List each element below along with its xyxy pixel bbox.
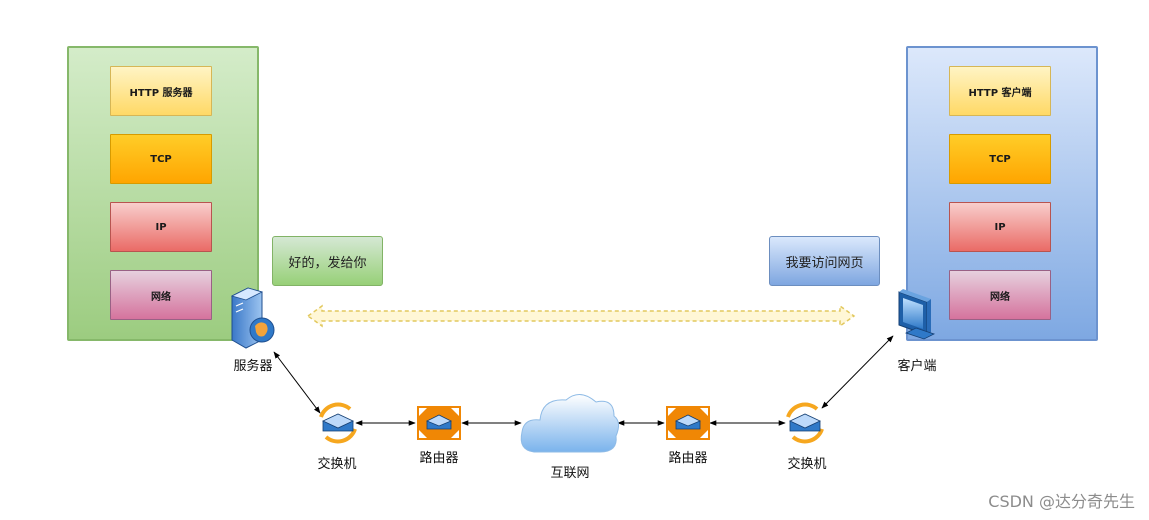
server-icon xyxy=(230,287,275,349)
client-layer-network: 网络 xyxy=(949,270,1051,320)
switch-right-icon xyxy=(786,402,824,444)
router-right-icon xyxy=(666,406,710,440)
router-right-label: 路由器 xyxy=(668,451,708,466)
client-layer-http: HTTP 客户端 xyxy=(949,66,1051,116)
server-layer-network: 网络 xyxy=(110,270,212,320)
router-left-icon xyxy=(417,406,461,440)
server-layer-tcp: TCP xyxy=(110,134,212,184)
link-switch-client xyxy=(821,335,894,409)
server-layer-ip: IP xyxy=(110,202,212,252)
server-label: 服务器 xyxy=(233,359,273,374)
server-stack: HTTP 服务器 TCP IP 网络 xyxy=(67,46,259,341)
watermark: CSDN @达分奇先生 xyxy=(988,492,1135,511)
switch-right-label: 交换机 xyxy=(787,457,827,472)
data-flow-arrow xyxy=(306,304,856,328)
client-message: 我要访问网页 xyxy=(769,236,880,286)
link-server-switch xyxy=(273,351,321,414)
switch-left-label: 交换机 xyxy=(317,457,357,472)
server-message: 好的，发给你 xyxy=(272,236,383,286)
client-stack: HTTP 客户端 TCP IP 网络 xyxy=(906,46,1098,341)
router-left-label: 路由器 xyxy=(419,451,459,466)
internet-cloud-icon xyxy=(520,394,620,453)
client-label: 客户端 xyxy=(897,359,937,374)
client-icon xyxy=(898,289,936,340)
server-layer-http: HTTP 服务器 xyxy=(110,66,212,116)
client-layer-tcp: TCP xyxy=(949,134,1051,184)
switch-left-icon xyxy=(319,402,357,444)
internet-label: 互联网 xyxy=(550,466,590,481)
client-layer-ip: IP xyxy=(949,202,1051,252)
